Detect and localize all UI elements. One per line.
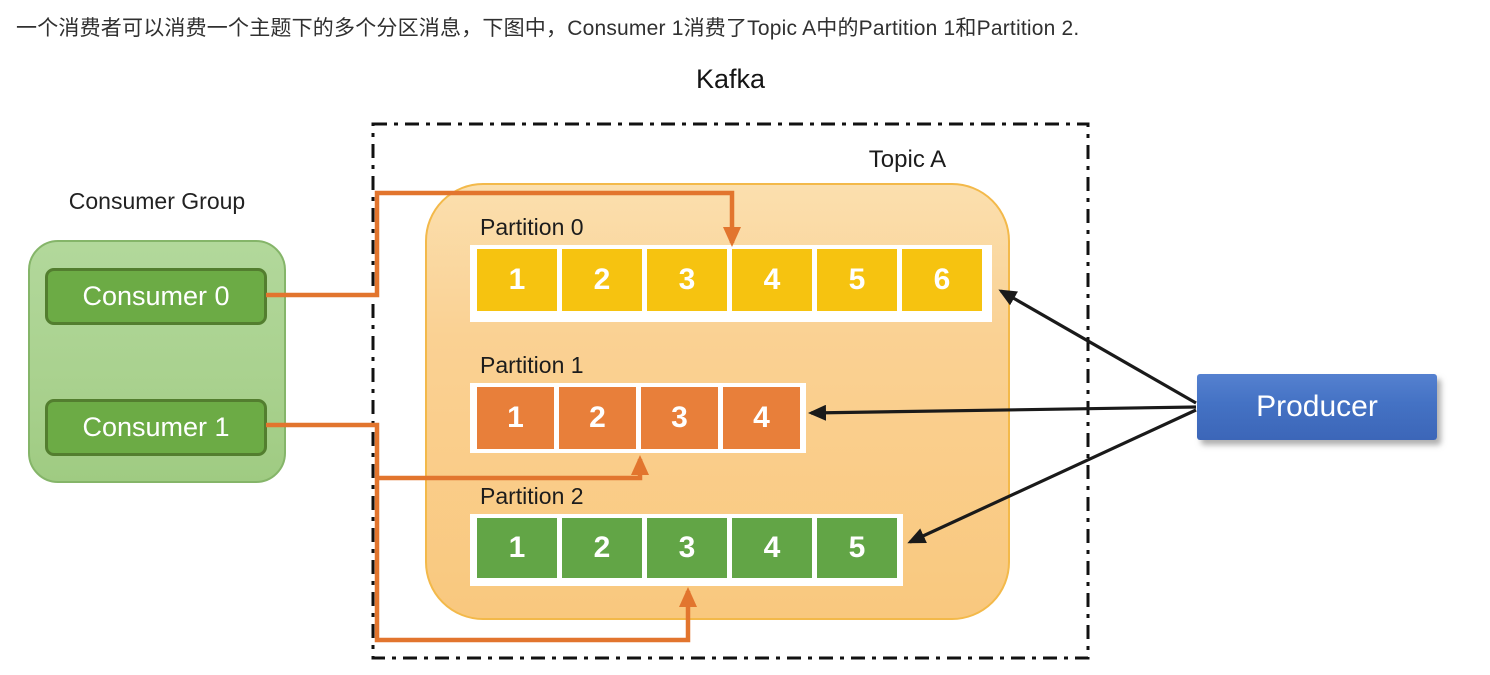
partition-2-label: Partition 2 <box>480 483 584 509</box>
producer-node: Producer <box>1197 374 1437 440</box>
partition-cell: 5 <box>817 249 897 311</box>
partition-cell: 3 <box>647 249 727 311</box>
partition-cell: 6 <box>902 249 982 311</box>
producer-to-partition1-arrow <box>808 404 1197 421</box>
kafka-boundary-box <box>371 122 1090 660</box>
partition-cell: 1 <box>477 518 557 578</box>
kafka-title: Kafka <box>695 64 766 94</box>
partition-cell: 4 <box>732 518 812 578</box>
partition-cell: 3 <box>647 518 727 578</box>
consumer-group-container: Consumer 0 Consumer 1 <box>28 240 286 483</box>
consumer-1-node: Consumer 1 <box>45 399 267 456</box>
consumer-group-title: Consumer Group <box>68 188 246 214</box>
consumer1-to-partition1-connector <box>377 455 649 481</box>
partition-cell: 3 <box>641 387 718 449</box>
partition-cell: 4 <box>732 249 812 311</box>
consumer-0-node: Consumer 0 <box>45 268 267 325</box>
partition-cell: 4 <box>723 387 800 449</box>
partition-cell: 5 <box>817 518 897 578</box>
partition-cell: 1 <box>477 387 554 449</box>
partition-cell: 2 <box>562 518 642 578</box>
partition-0-label: Partition 0 <box>480 214 584 240</box>
producer-to-partition2-arrow <box>907 408 1197 544</box>
partition-cell: 2 <box>559 387 636 449</box>
producer-to-partition0-arrow <box>998 289 1197 405</box>
caption-text: 一个消费者可以消费一个主题下的多个分区消息，下图中，Consumer 1消费了T… <box>16 17 1080 40</box>
consumer1-to-partition2-connector <box>266 422 697 643</box>
partition-1-label: Partition 1 <box>480 352 584 378</box>
consumer0-to-partition0-connector <box>266 190 741 298</box>
partition-cell: 2 <box>562 249 642 311</box>
topic-a-title: Topic A <box>868 146 947 173</box>
partition-cell: 1 <box>477 249 557 311</box>
